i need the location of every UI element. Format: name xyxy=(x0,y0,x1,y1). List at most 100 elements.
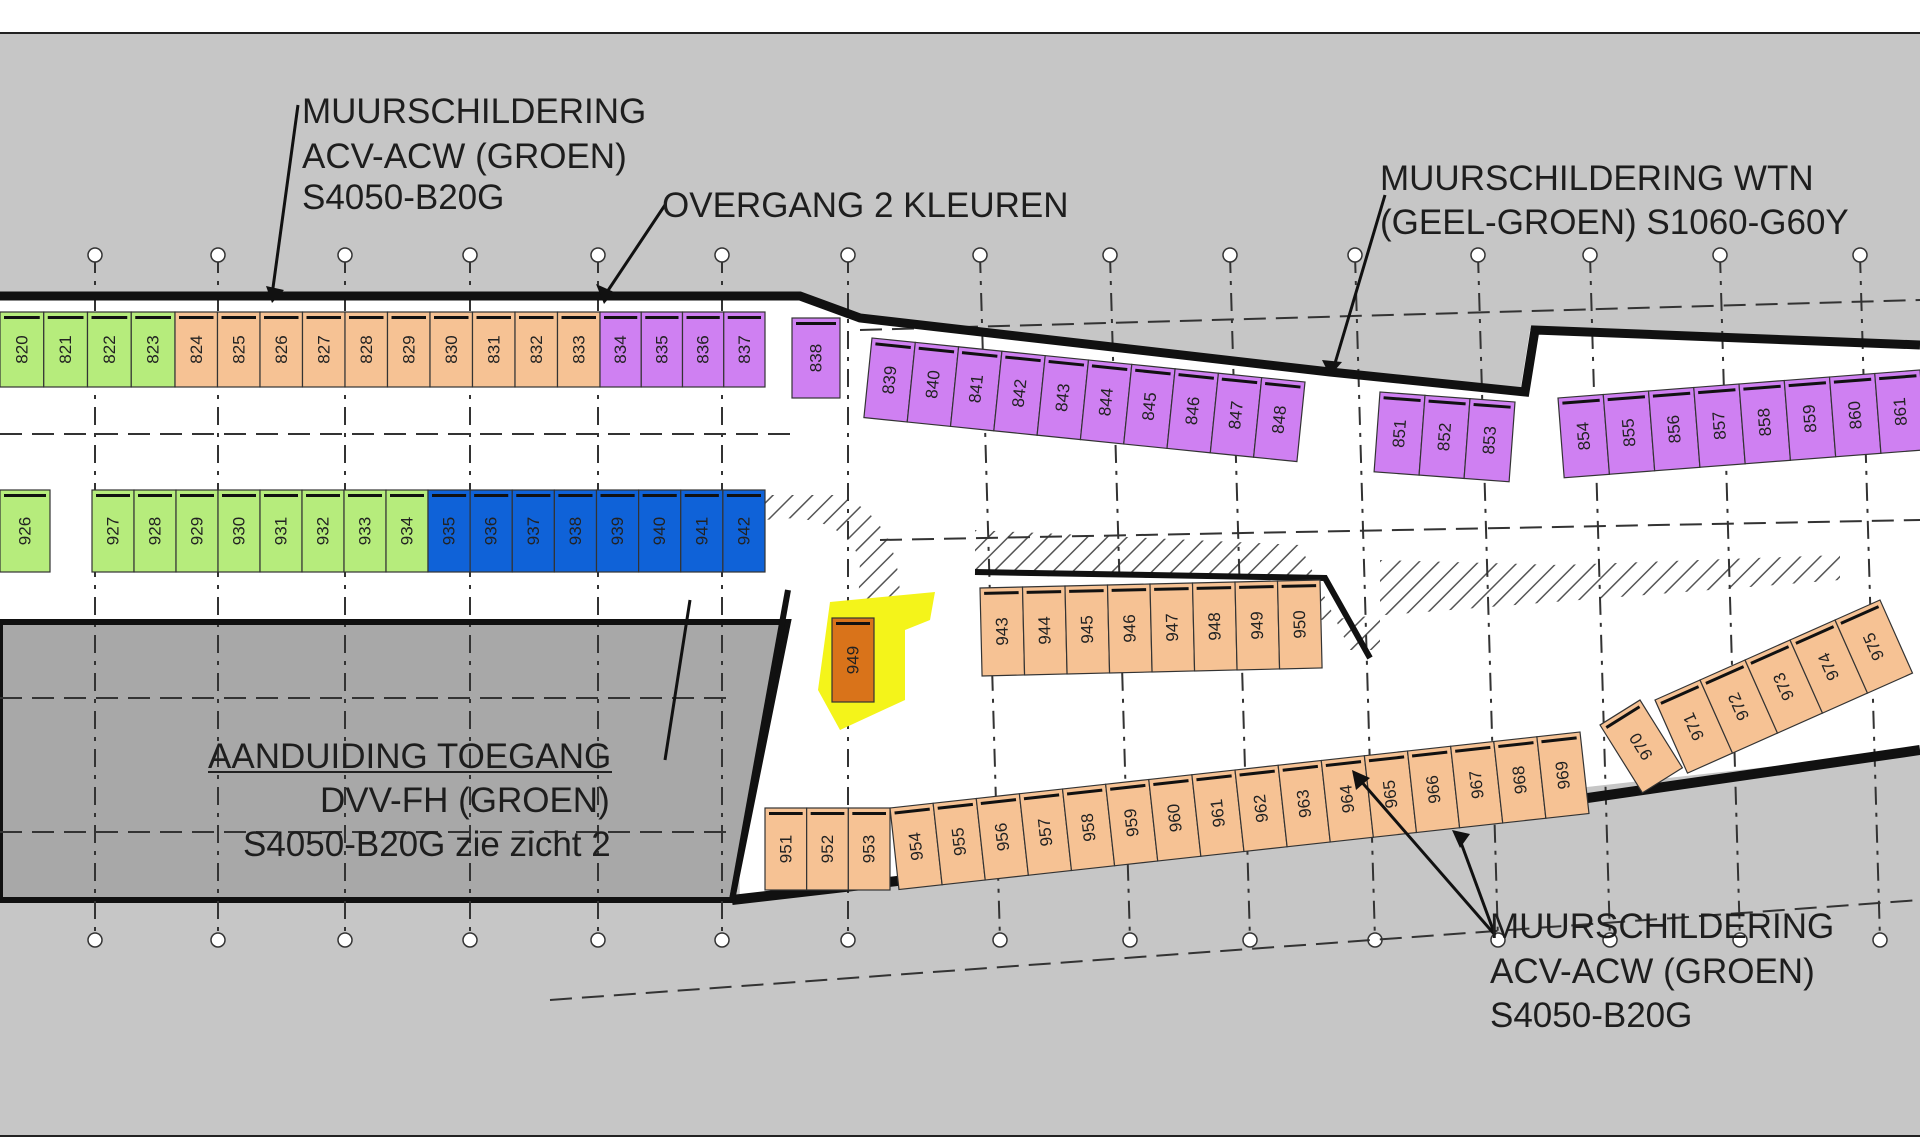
bay-number: 830 xyxy=(442,335,461,363)
grid-bubble xyxy=(1872,932,1888,948)
bay-number: 861 xyxy=(1890,397,1911,427)
wheel-stop xyxy=(1368,755,1405,763)
bay-number: 956 xyxy=(991,822,1013,852)
bay-number: 846 xyxy=(1182,396,1204,426)
grid-bubble xyxy=(1470,247,1486,263)
bay-number: 946 xyxy=(1120,614,1140,643)
wheel-stop xyxy=(1788,381,1827,388)
parking-bay xyxy=(831,617,875,703)
parking-bay xyxy=(1599,699,1684,794)
wheel-stop xyxy=(222,494,256,497)
bay-number: 934 xyxy=(398,517,417,545)
bay-number: 955 xyxy=(948,826,970,856)
bay-number: 843 xyxy=(1052,383,1074,413)
grid-bubble xyxy=(1712,247,1728,263)
parking-bay xyxy=(1276,579,1323,670)
wheel-stop xyxy=(1325,760,1362,768)
wheel-stop xyxy=(1091,364,1128,371)
bay-number: 824 xyxy=(187,335,206,363)
wheel-stop xyxy=(516,494,551,497)
parking-bay xyxy=(469,489,513,573)
wheel-stop xyxy=(1698,388,1736,395)
bay-number: 937 xyxy=(524,517,543,545)
bay-number: 844 xyxy=(1095,387,1117,417)
wheel-stop xyxy=(980,798,1017,806)
wheel-stop xyxy=(1221,377,1258,385)
bay-number: 967 xyxy=(1466,769,1488,799)
row2-green-single: 926 xyxy=(0,489,51,573)
wheel-stop xyxy=(1196,774,1232,782)
special-bay: 949 xyxy=(831,617,875,703)
wheel-stop xyxy=(1833,377,1872,384)
note-top-left-line3: S4050-B20G xyxy=(302,178,504,217)
wheel-stop xyxy=(769,812,803,815)
bay-number: 827 xyxy=(314,335,333,363)
wheel-stop xyxy=(810,812,845,815)
wheel-stop xyxy=(1196,586,1232,590)
bay-number: 949 xyxy=(1247,611,1267,640)
wheel-stop xyxy=(432,494,467,497)
wheel-stop xyxy=(1541,736,1577,744)
grid-bubble xyxy=(840,247,856,263)
wheel-stop xyxy=(604,316,638,319)
grid-bubble xyxy=(1490,932,1506,948)
bay-number: 954 xyxy=(905,831,927,861)
bay-number: 960 xyxy=(1164,803,1186,833)
grid-bubble xyxy=(1347,247,1363,263)
bay-number: 841 xyxy=(965,374,987,404)
bay-number: 945 xyxy=(1077,615,1097,644)
wheel-stop xyxy=(1455,745,1491,753)
bay-number: 857 xyxy=(1709,411,1730,441)
bay-number: 938 xyxy=(566,517,585,545)
note-bottom-right-line1: MUURSCHILDERING xyxy=(1490,907,1834,946)
grid-bubble xyxy=(590,932,606,948)
wheel-stop xyxy=(1069,589,1104,593)
wheel-stop xyxy=(686,316,720,319)
parking-bay xyxy=(0,489,51,573)
bay-number: 860 xyxy=(1845,400,1866,430)
note-access-line1: AANDUIDING TOEGANG xyxy=(208,737,611,776)
bay-number: 859 xyxy=(1799,404,1820,434)
grid-bubble xyxy=(840,932,856,948)
wheel-stop xyxy=(1795,625,1835,645)
wheel-stop xyxy=(1153,779,1189,787)
wheel-stop xyxy=(1110,783,1146,791)
parking-bay xyxy=(1463,398,1516,483)
bay-number: 853 xyxy=(1479,425,1500,455)
bay-number: 963 xyxy=(1293,788,1315,818)
wheel-stop xyxy=(1111,588,1147,592)
grid-bubble xyxy=(992,932,1008,948)
wheel-stop xyxy=(1239,585,1274,589)
grid-bubble xyxy=(462,247,478,263)
bay-number: 834 xyxy=(611,335,630,363)
wheel-stop xyxy=(264,316,299,319)
parking-bay xyxy=(0,311,45,388)
wheel-stop xyxy=(984,591,1019,595)
wheel-stop xyxy=(1178,373,1215,380)
wheel-stop xyxy=(1473,402,1511,409)
bay-number: 961 xyxy=(1207,798,1229,828)
note-top-left-line1: MUURSCHILDERING xyxy=(302,92,646,131)
parking-bay xyxy=(680,489,724,573)
wheel-stop xyxy=(1840,605,1880,625)
wheel-stop xyxy=(1282,764,1319,772)
bay-number: 941 xyxy=(692,517,711,545)
bay-number: 845 xyxy=(1139,391,1161,421)
bay-number: 835 xyxy=(652,335,671,363)
wheel-stop xyxy=(1562,398,1600,405)
grid-line xyxy=(1589,254,1611,941)
grid-bubble xyxy=(972,247,988,263)
wheel-stop xyxy=(1066,788,1103,796)
note-transition: OVERGANG 2 KLEUREN xyxy=(662,186,1069,225)
annotation-arrowheads xyxy=(266,284,1470,848)
wheel-stop xyxy=(221,316,256,319)
bay-number: 948 xyxy=(1205,612,1225,641)
wheel-stop xyxy=(727,316,761,319)
bay-number: 959 xyxy=(1121,807,1143,837)
wheel-stop xyxy=(1264,381,1301,389)
wheel-stop xyxy=(684,494,719,497)
grid-line xyxy=(879,519,1920,541)
